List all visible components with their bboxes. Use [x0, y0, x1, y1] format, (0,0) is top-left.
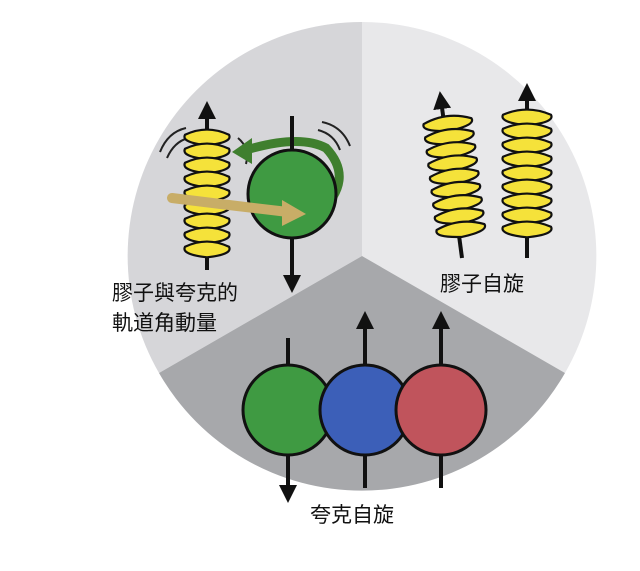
gluon-coil-loop: [433, 207, 485, 225]
quark-spin-illustration: [241, 311, 488, 503]
gluon-coil-loop: [428, 167, 480, 186]
gluon-coil-loop: [183, 142, 231, 161]
gluon-coil-loop: [430, 180, 482, 199]
gluon-coil-loop: [183, 240, 231, 259]
gluon-coil-loop: [427, 154, 479, 172]
red-quark: [394, 363, 488, 457]
gluon-coil-loop: [183, 128, 231, 147]
orbital-label: 膠子與夸克的 軌道角動量: [112, 281, 245, 335]
orbital-motion-illustration: [159, 101, 351, 293]
quark-spin-label: 夸克自旋: [310, 503, 394, 527]
gluon-coil-loop: [183, 226, 231, 245]
orbit-arrowhead-green: [232, 138, 252, 164]
gluon-coil-loop: [183, 170, 231, 189]
green-quark: [246, 148, 338, 240]
gluon-coil-loop: [183, 212, 231, 231]
gluon-coil-loop: [183, 156, 231, 175]
gluon-coil-upright: [501, 108, 553, 239]
gluon-spin-label: 膠子自旋: [440, 272, 524, 296]
orbit-arrow-gold: [167, 193, 293, 217]
orbital-angular-momentum-sector: [127, 21, 363, 374]
gluon-coil-loop: [423, 127, 475, 146]
gluon-coil-loop: [501, 220, 553, 239]
gluon-coil-loop: [501, 122, 553, 141]
gluon-coil-loop: [432, 194, 483, 212]
gluon-coil-loop: [435, 220, 487, 239]
gluon-coil-tilted: [422, 114, 487, 239]
gluon-coil-loop: [501, 150, 553, 169]
gluon-coil: [183, 128, 231, 259]
gluon-coil-loop: [501, 108, 553, 127]
gluon-coil-loop: [501, 206, 553, 225]
gluon-spin-illustration: [422, 83, 553, 259]
gluon-coil-loop: [501, 178, 553, 197]
gluon-coil-loop: [501, 192, 553, 211]
gluon-coil-loop: [501, 164, 553, 183]
orbit-arrowhead-gold: [282, 200, 306, 226]
gluon-coil-loop: [422, 114, 474, 133]
gluon-coil-loop: [425, 141, 477, 159]
gluon-coil-loop: [501, 136, 553, 155]
